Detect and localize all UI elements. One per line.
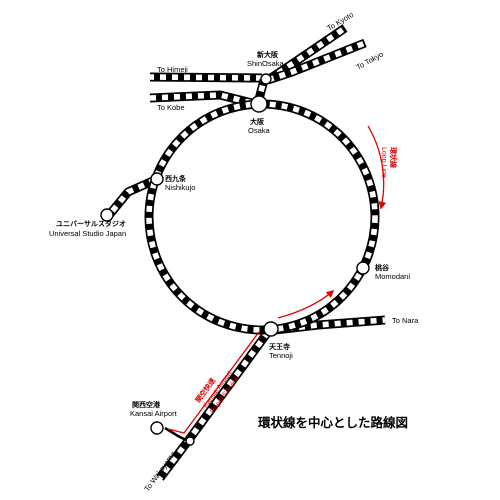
station-osaka[interactable]	[250, 95, 268, 113]
map-title: 環状線を中心とした路線図	[258, 415, 408, 430]
osaka-label-ja: 大阪	[250, 117, 265, 126]
station-tennoji[interactable]	[263, 321, 279, 337]
to-kobe-label: To Kobe	[157, 103, 185, 112]
track-to-usj	[106, 175, 157, 217]
usj-label-en: Universal Studio Japan	[49, 229, 126, 238]
loop-direction-arrow-bottom	[277, 289, 335, 319]
momodani-label-en: Momodani	[375, 272, 410, 281]
station-kansai-airport[interactable]	[150, 421, 164, 435]
station-momodani[interactable]	[356, 261, 370, 275]
rapid-service-route	[167, 331, 260, 434]
shin-osaka-label-en: ShinOsaka	[247, 59, 285, 68]
stations	[100, 73, 370, 446]
to-tokyo-label: To Tokyo	[355, 50, 385, 72]
track-to-tokyo	[266, 38, 367, 85]
to-wakayama-label: To Wakayama	[142, 449, 178, 493]
station-shin-osaka[interactable]	[260, 73, 272, 85]
nishikujo-label-ja: 西九条	[165, 174, 187, 183]
track-to-himeji	[149, 72, 263, 83]
loop-line-track	[144, 99, 380, 335]
station-nishikujo[interactable]	[150, 172, 164, 186]
station-labels: 新大阪 ShinOsaka 大阪 Osaka 西九条 Nishikujo ユニバ…	[49, 50, 410, 418]
to-nara-label: To Nara	[392, 316, 419, 325]
loop-line-label-en: Loop Line	[380, 147, 387, 178]
kansai-airport-label-ja: 関西空港	[132, 400, 161, 409]
to-himeji-label: To Himeji	[157, 65, 188, 74]
usj-label-ja: ユニバーサルスタジオ	[56, 219, 126, 228]
track-to-kobe	[149, 90, 254, 108]
shin-osaka-label-ja: 新大阪	[257, 50, 279, 59]
osaka-label-en: Osaka	[248, 126, 271, 135]
track-kansai-airport	[164, 426, 189, 443]
loop-direction-arrow-right	[367, 125, 387, 210]
kansai-airport-label-en: Kansai Airport	[130, 409, 178, 418]
station-hineno[interactable]	[185, 436, 195, 446]
momodani-label-ja: 桃谷	[375, 263, 390, 272]
loop-line-label-ja: 環状線	[389, 147, 398, 168]
station-usj[interactable]	[100, 208, 114, 222]
loop-line-label: 環状線 Loop Line	[380, 147, 398, 178]
nishikujo-label-en: Nishikujo	[165, 183, 195, 192]
tennoji-label-ja: 天王寺	[269, 342, 290, 351]
tennoji-label-en: Tennoji	[269, 351, 293, 360]
